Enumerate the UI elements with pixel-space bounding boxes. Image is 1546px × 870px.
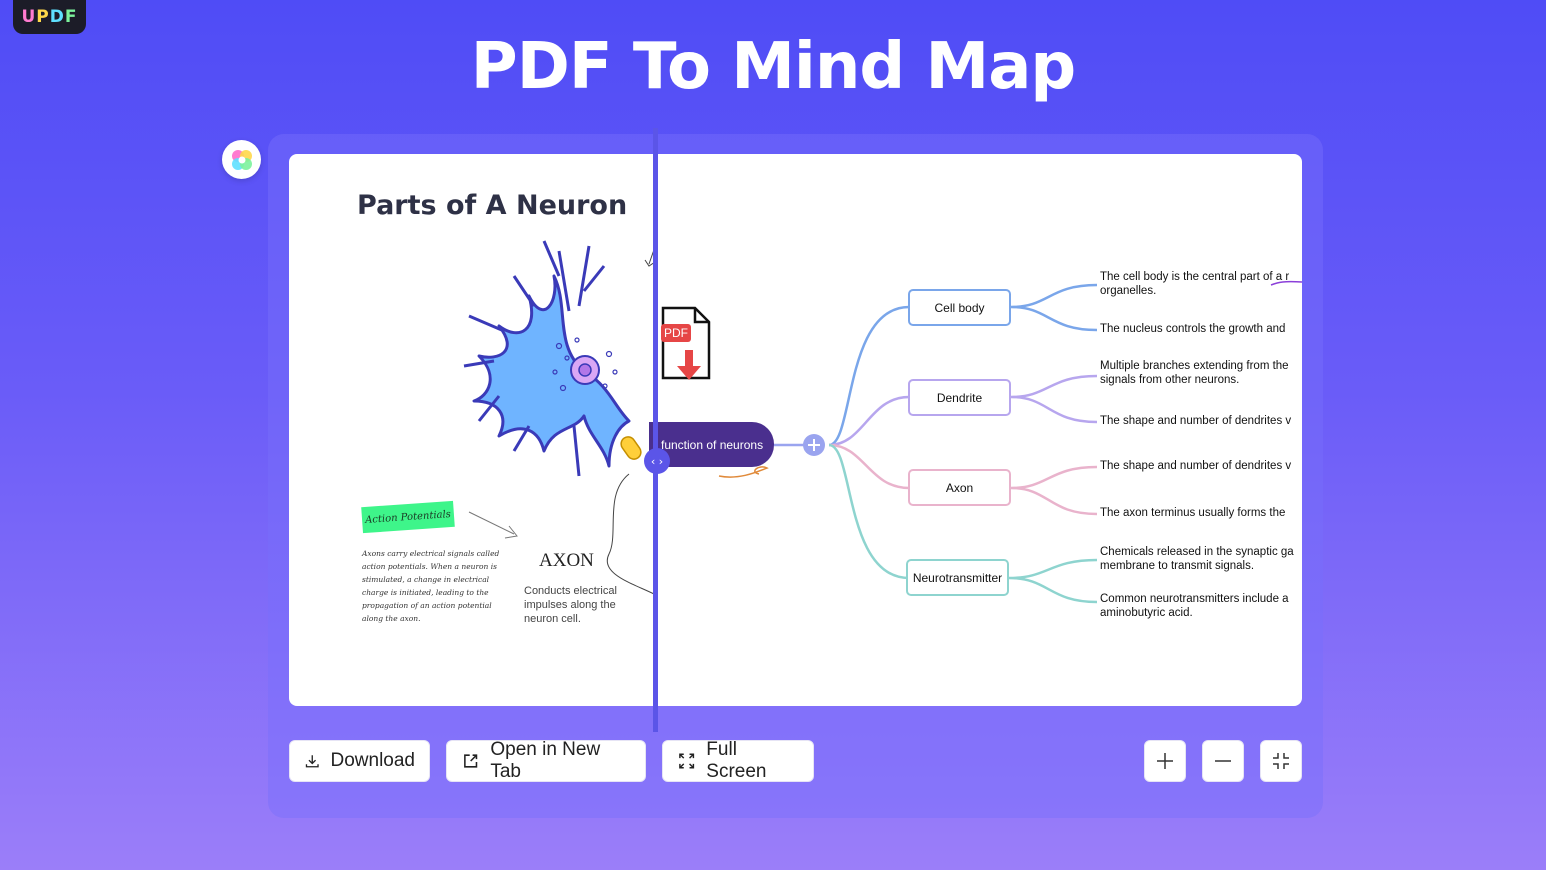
open-new-tab-label: Open in New Tab xyxy=(490,739,601,782)
download-button[interactable]: Download xyxy=(289,740,430,782)
comparison-canvas: Parts of A Neuron Action Potentials Axon… xyxy=(289,154,1302,706)
mindmap-leaf[interactable]: The cell body is the central part of a r… xyxy=(1100,270,1289,298)
logo-letter-f: F xyxy=(64,7,78,27)
mindmap-leaf[interactable]: Chemicals released in the synaptic ga me… xyxy=(1100,545,1294,573)
comparison-divider[interactable] xyxy=(653,128,658,732)
leaf-line: The axon terminus usually forms the xyxy=(1100,507,1286,519)
document-title: Parts of A Neuron xyxy=(357,190,628,221)
mindmap-leaf[interactable]: Common neurotransmitters include a amino… xyxy=(1100,592,1289,620)
plus-icon xyxy=(1157,753,1173,769)
download-label: Download xyxy=(330,750,416,771)
mindmap-node-cell-body[interactable]: Cell body xyxy=(908,289,1011,326)
mindmap-leaf[interactable]: The axon terminus usually forms the xyxy=(1100,506,1285,520)
mindmap-node-neurotransmitter[interactable]: Neurotransmitter xyxy=(906,559,1009,596)
mindmap-leaf[interactable]: The shape and number of dendrites v xyxy=(1100,459,1291,473)
leaf-line: Chemicals released in the synaptic ga xyxy=(1100,546,1294,558)
logo-letter-d: D xyxy=(49,7,65,27)
open-new-tab-button[interactable]: Open in New Tab xyxy=(446,739,646,782)
mindmap-leaf[interactable]: Multiple branches extending from the sig… xyxy=(1100,359,1289,387)
pdf-file-icon: PDF xyxy=(659,306,711,380)
collapse-icon xyxy=(1273,753,1289,769)
leaf-line: The shape and number of dendrites v xyxy=(1100,460,1292,472)
mindmap-leaf[interactable]: The shape and number of dendrites v xyxy=(1100,414,1291,428)
ai-assistant-icon[interactable] xyxy=(222,140,261,179)
annotation-arrows xyxy=(468,243,657,595)
leaf-line: The shape and number of dendrites v xyxy=(1100,415,1292,427)
axon-description: Conducts electrical impulses along the n… xyxy=(524,585,617,625)
leaf-line: Multiple branches extending from the xyxy=(1100,360,1289,372)
leaf-line: aminobutyric acid. xyxy=(1100,607,1193,619)
leaf-line: membrane to transmit signals. xyxy=(1100,560,1255,572)
axon-heading: AXON xyxy=(539,550,594,571)
minus-icon xyxy=(1215,760,1231,762)
expand-icon xyxy=(679,753,695,769)
mindmap-connectors xyxy=(718,280,1302,604)
slider-handle-icon[interactable]: ‹ › xyxy=(644,448,670,474)
leaf-line: The nucleus controls the growth and xyxy=(1100,323,1286,335)
page-title: PDF To Mind Map xyxy=(470,30,1076,104)
full-screen-button[interactable]: Full Screen xyxy=(662,739,814,782)
download-icon xyxy=(305,755,319,768)
neuron-illustration xyxy=(463,240,642,477)
mindmap-node-axon[interactable]: Axon xyxy=(908,469,1011,506)
mindmap-leaf[interactable]: The nucleus controls the growth and xyxy=(1100,322,1285,336)
zoom-in-button[interactable] xyxy=(1144,740,1186,782)
leaf-line: signals from other neurons. xyxy=(1100,374,1240,386)
logo-letter-u: U xyxy=(21,7,37,27)
external-link-icon xyxy=(464,754,478,768)
full-screen-label: Full Screen xyxy=(706,739,767,782)
pdf-label: PDF xyxy=(661,324,691,342)
zoom-out-button[interactable] xyxy=(1202,740,1244,782)
fit-view-button[interactable] xyxy=(1260,740,1302,782)
leaf-line: Common neurotransmitters include a xyxy=(1100,593,1289,605)
mindmap-node-dendrite[interactable]: Dendrite xyxy=(908,379,1011,416)
action-potentials-text: Axons carry electrical signals called ac… xyxy=(362,549,500,623)
leaf-line: organelles. xyxy=(1100,285,1157,297)
leaf-line: The cell body is the central part of a r xyxy=(1100,271,1290,283)
logo-letter-p: P xyxy=(36,7,50,27)
